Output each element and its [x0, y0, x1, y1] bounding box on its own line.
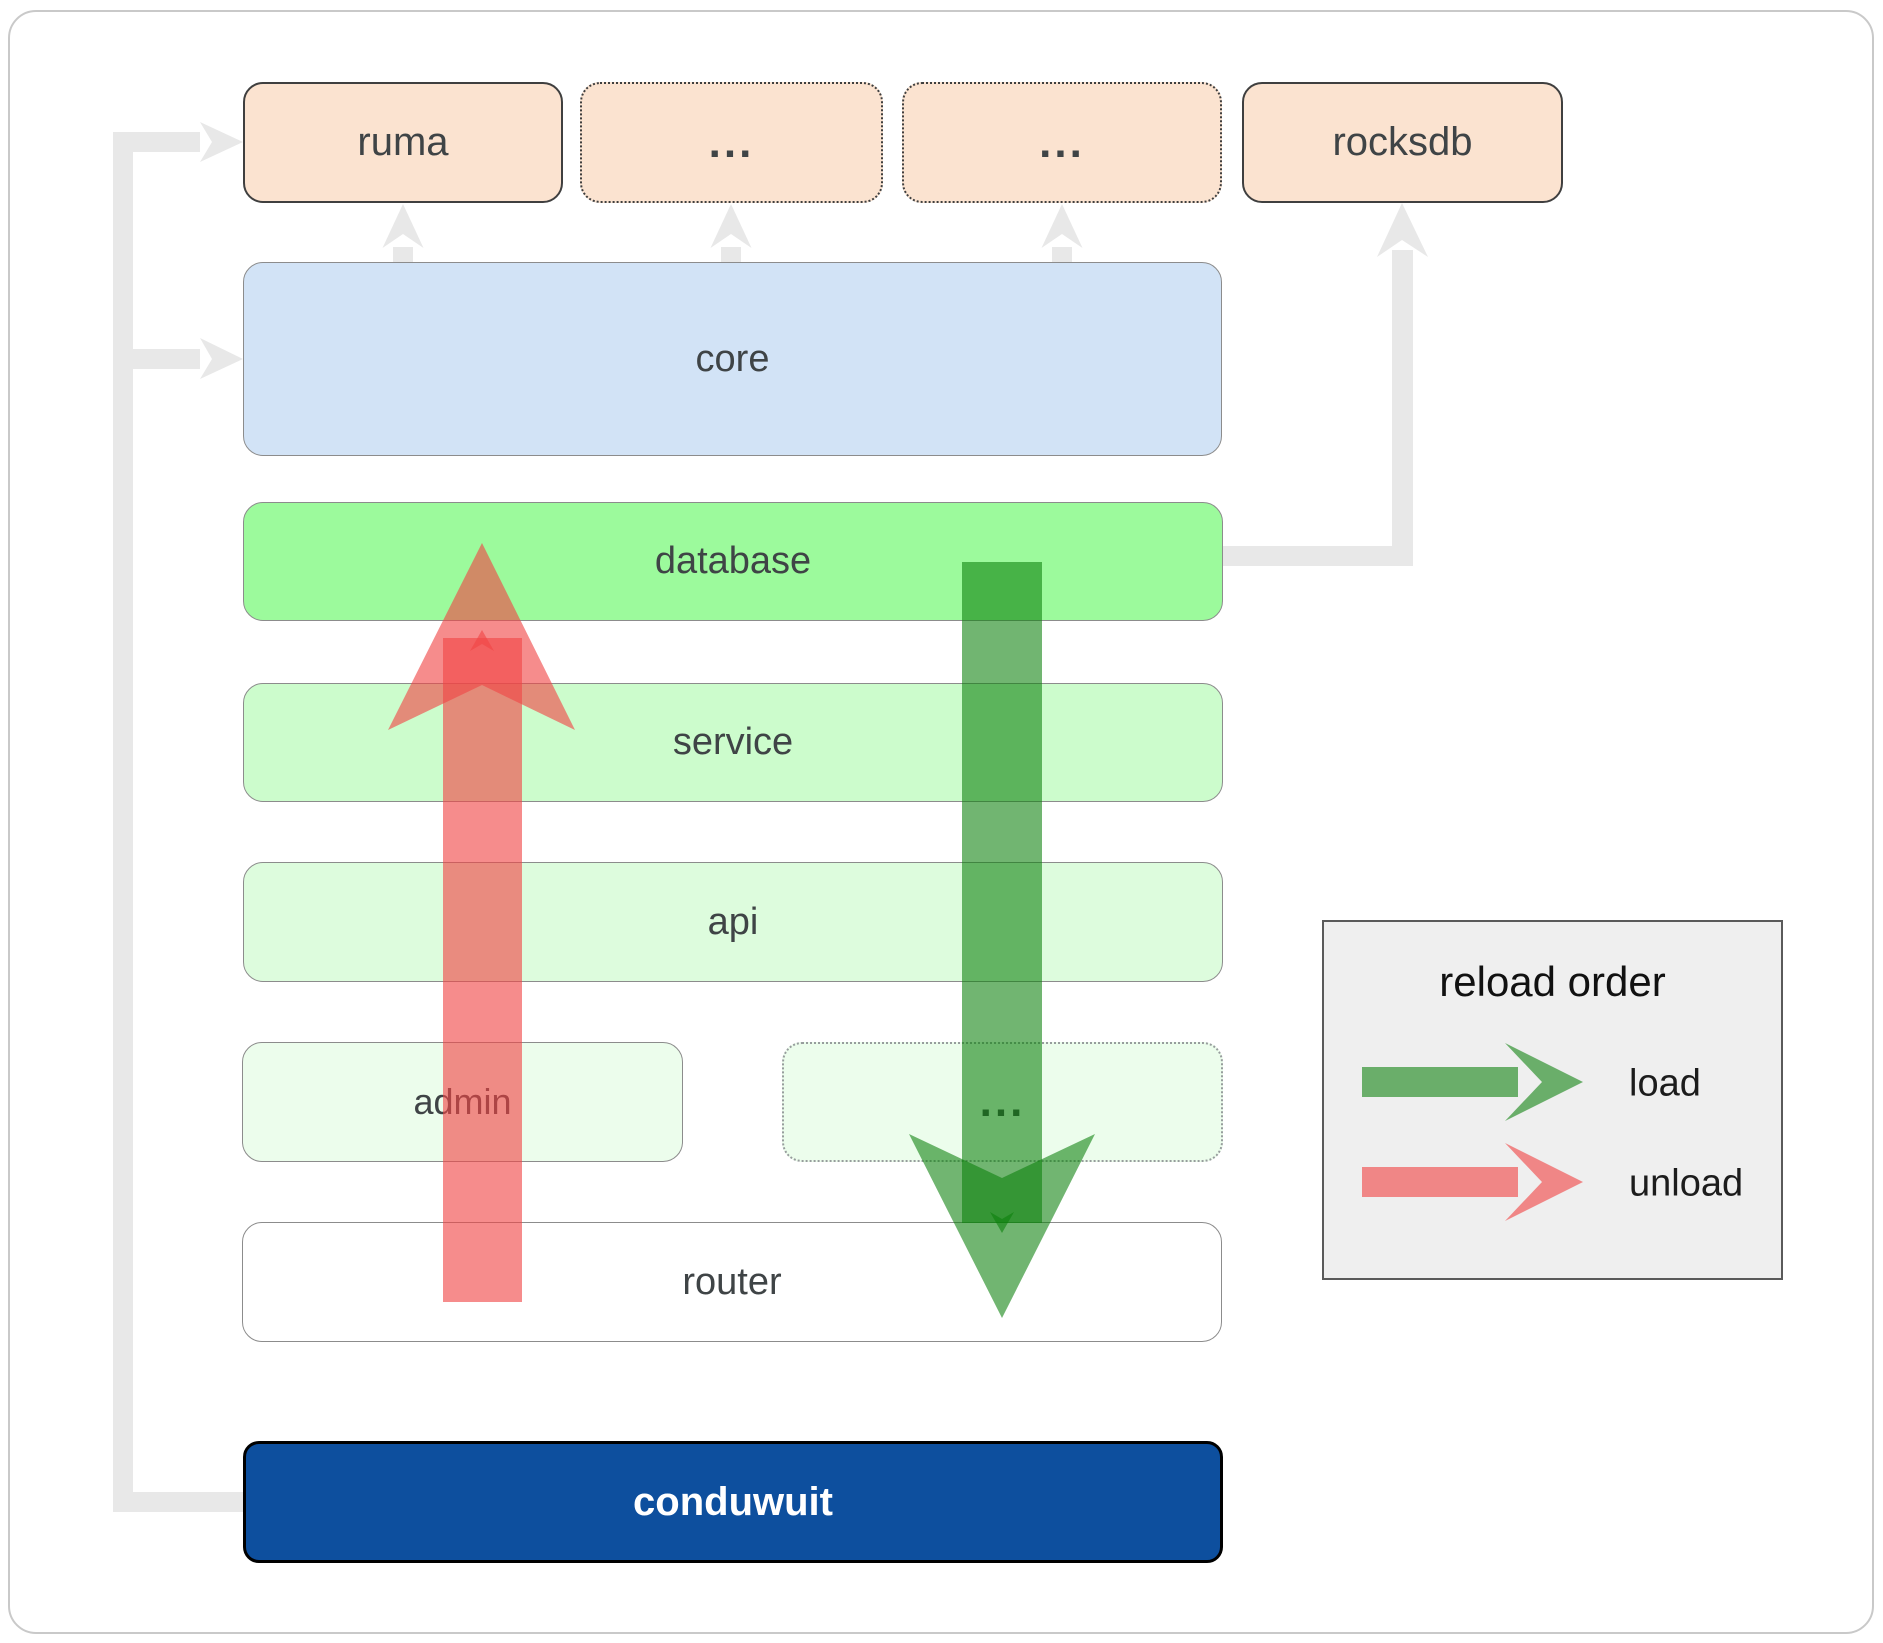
node-router: router	[242, 1222, 1222, 1342]
node-rocksdb-label: rocksdb	[1332, 120, 1473, 164]
node-ellipsis-top-1-label: ...	[708, 117, 755, 167]
node-service-label: service	[672, 721, 794, 763]
node-ellipsis-admin-label: ...	[979, 1077, 1026, 1126]
legend-load-label: load	[1629, 1062, 1701, 1105]
node-admin-label: admin	[413, 1081, 512, 1122]
legend-unload-label: unload	[1629, 1162, 1744, 1205]
node-core: core	[243, 262, 1222, 456]
node-conduwuit-label: conduwuit	[633, 1479, 833, 1524]
node-api-label: api	[707, 900, 759, 943]
node-router-label: router	[682, 1260, 782, 1303]
node-ellipsis-top-2-label: ...	[1039, 117, 1085, 167]
node-ruma-label: ruma	[357, 120, 449, 164]
node-admin: admin	[242, 1042, 683, 1162]
node-ruma: ruma	[243, 82, 563, 203]
node-rocksdb: rocksdb	[1242, 82, 1563, 203]
legend-box: reload order load unload	[1322, 920, 1783, 1280]
node-api: api	[243, 862, 1223, 982]
node-conduwuit: conduwuit	[243, 1441, 1223, 1563]
legend-title: reload order	[1439, 958, 1666, 1005]
node-ellipsis-top-2: ...	[902, 82, 1222, 203]
diagram-outer-frame	[8, 10, 1874, 1634]
node-database: database	[243, 502, 1223, 621]
node-service: service	[243, 683, 1223, 802]
node-ellipsis-admin: ...	[782, 1042, 1223, 1162]
node-database-label: database	[654, 540, 812, 582]
node-core-label: core	[695, 337, 770, 380]
node-ellipsis-top-1: ...	[580, 82, 883, 203]
